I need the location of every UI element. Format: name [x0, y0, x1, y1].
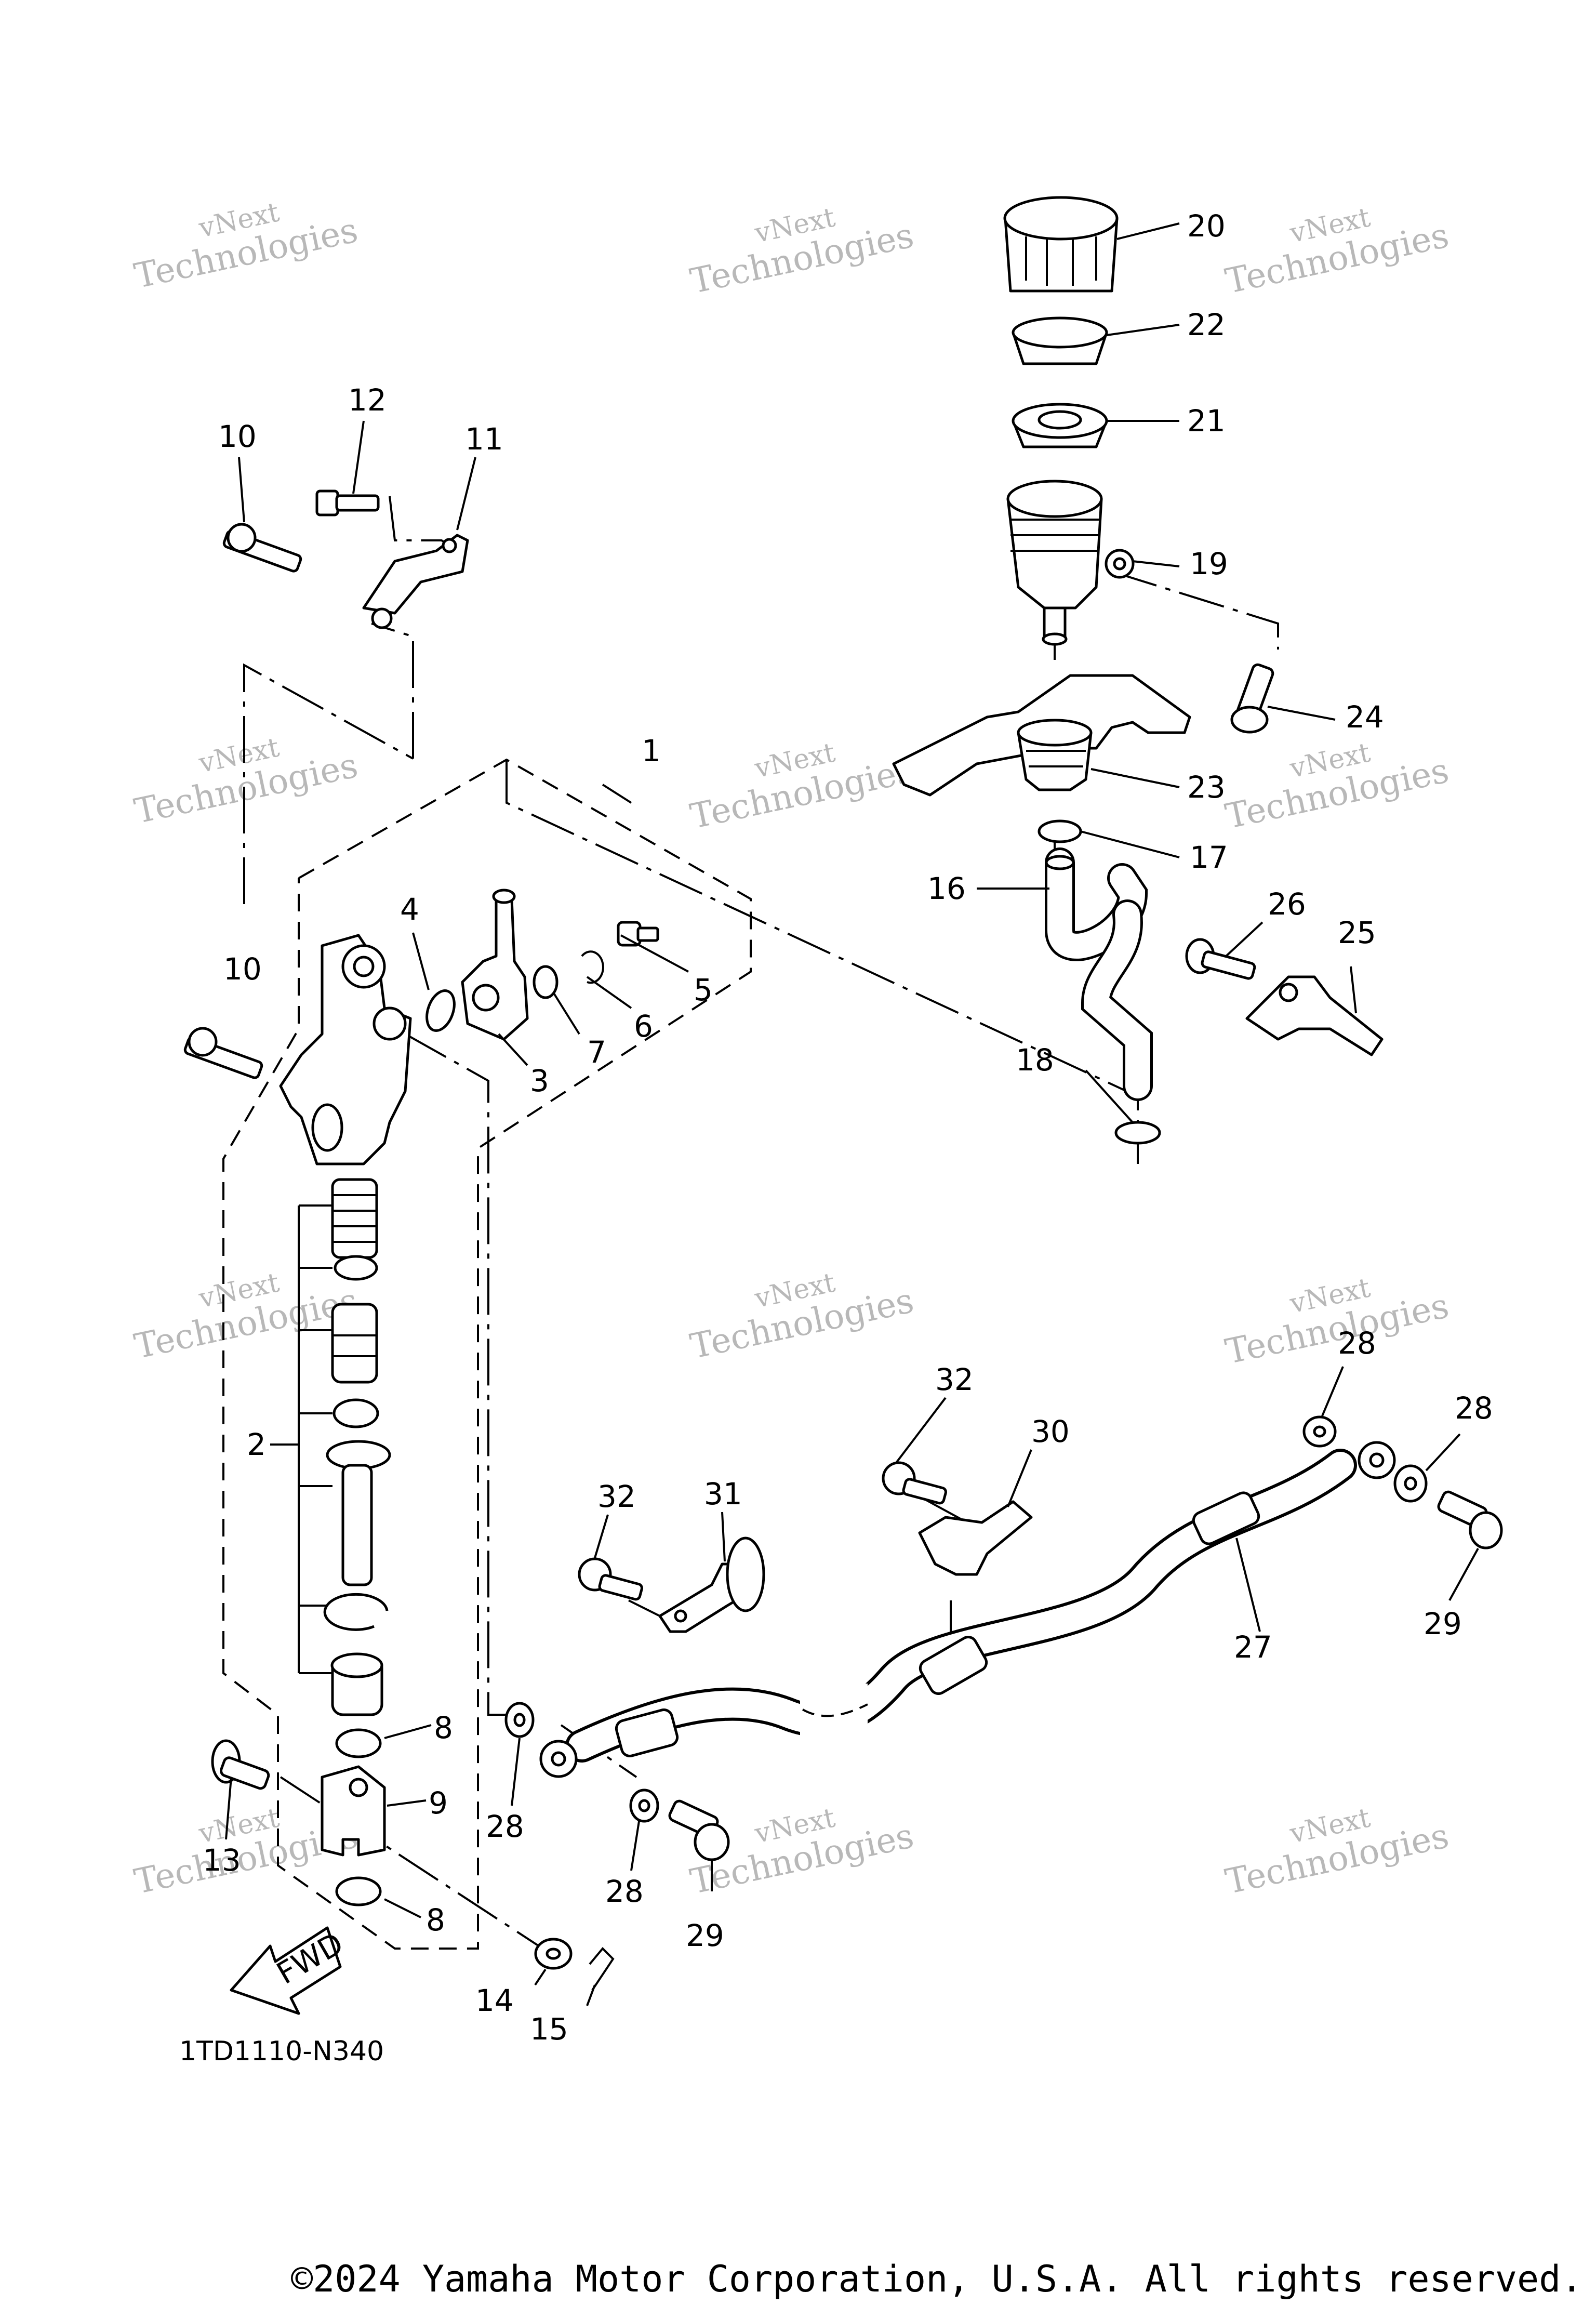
cap-20	[1003, 196, 1119, 293]
bolt-10-upper	[222, 523, 302, 573]
callout-27: 27	[1234, 1630, 1272, 1665]
callout-28-left: 28	[486, 1809, 524, 1844]
fitting-3	[461, 889, 529, 1041]
part-code: 1TD1110-N340	[179, 2036, 384, 2067]
watermark: vNext Technologies	[1222, 737, 1452, 837]
callout-16: 16	[927, 871, 966, 906]
reservoir-bracket-23	[892, 674, 1191, 797]
callout-17: 17	[1190, 840, 1228, 875]
bolt-32-upper	[882, 1461, 947, 1505]
callout-4: 4	[400, 892, 419, 927]
callout-22: 22	[1187, 307, 1226, 342]
watermark: vNext Technologies	[687, 1267, 917, 1367]
washer-28-bottom	[629, 1789, 659, 1823]
master-cylinder-body	[279, 934, 412, 1165]
callout-10-lower: 10	[223, 951, 262, 987]
clamp-18	[1114, 1121, 1161, 1145]
callout-6: 6	[634, 1009, 653, 1044]
bolt-12	[315, 489, 380, 516]
diaphragm-21	[1012, 403, 1108, 448]
bolt-26	[1185, 938, 1256, 980]
callout-21: 21	[1187, 403, 1226, 439]
washer-28-top	[1302, 1415, 1337, 1448]
washer-28-left	[504, 1702, 535, 1738]
callout-19: 19	[1190, 546, 1228, 581]
hose-16	[1045, 847, 1153, 1101]
union-bolt-29-left	[668, 1799, 730, 1861]
callout-8-lower: 8	[426, 1902, 445, 1938]
bracket-11	[362, 534, 469, 629]
callout-15: 15	[530, 2011, 568, 2047]
watermark: vNext Technologies	[1222, 1802, 1452, 1902]
callout-3: 3	[530, 1063, 549, 1098]
callout-29-left: 29	[686, 1918, 724, 1953]
pin-13	[211, 1739, 270, 1790]
callout-28-top: 28	[1338, 1326, 1376, 1361]
internal-parts-2	[275, 1178, 391, 1716]
callout-2: 2	[247, 1427, 266, 1462]
nut-8-upper	[335, 1728, 382, 1758]
callout-31: 31	[704, 1476, 742, 1512]
nut-8-lower	[335, 1876, 382, 1906]
fwd-arrow: FWD	[230, 1926, 349, 2015]
callout-7: 7	[587, 1035, 606, 1070]
washer-14	[534, 1938, 573, 1970]
watermark: vNext Technologies	[1222, 1272, 1452, 1372]
watermark: vNext Technologies	[131, 196, 361, 296]
callout-25: 25	[1338, 915, 1376, 950]
callout-20: 20	[1187, 208, 1226, 244]
bolt-10-lower	[183, 1027, 263, 1079]
bracket-25	[1245, 975, 1384, 1056]
clevis-9	[321, 1765, 386, 1857]
bolt-32-lower	[578, 1557, 643, 1601]
watermark: vNext Technologies	[1222, 202, 1452, 301]
callout-numbers: 1 2 3 4 5 6 7 8 8 9 10 10 11 12 13 14 15…	[203, 208, 1493, 2047]
callout-28-bottom: 28	[605, 1874, 644, 1909]
callout-11: 11	[465, 421, 503, 457]
washer-7	[533, 965, 558, 999]
master-cylinder-assembly-outline	[222, 758, 752, 1950]
brake-hose-27	[539, 1441, 1396, 1778]
callout-9: 9	[429, 1785, 448, 1821]
hose-clamp-30	[918, 1500, 1033, 1576]
watermark: vNext Technologies	[687, 737, 917, 837]
screw-5	[617, 921, 659, 947]
callout-28-right: 28	[1455, 1390, 1493, 1426]
callout-leaders	[225, 222, 1479, 2006]
callout-23: 23	[1187, 770, 1226, 805]
callout-8-upper: 8	[434, 1710, 453, 1745]
copyright: ©2024 Yamaha Motor Corporation, U.S.A. A…	[291, 2258, 1582, 2300]
reservoir-19	[1006, 480, 1135, 646]
callout-13: 13	[203, 1843, 241, 1878]
union-bolt-29-right	[1437, 1490, 1503, 1549]
callout-5: 5	[694, 972, 713, 1008]
o-ring-4	[425, 989, 456, 1032]
clip-6	[581, 950, 604, 984]
bolt-24	[1230, 663, 1274, 734]
callout-14: 14	[475, 1983, 514, 2018]
watermark: vNext Technologies	[131, 732, 361, 831]
callout-32-lower: 32	[597, 1479, 636, 1514]
callout-10-upper: 10	[218, 419, 257, 454]
callout-30: 30	[1031, 1414, 1070, 1449]
clamp-17	[1038, 819, 1082, 843]
watermark: vNext Technologies	[131, 1267, 361, 1367]
callout-24: 24	[1346, 699, 1384, 735]
watermark: vNext Technologies	[687, 202, 917, 301]
callout-12: 12	[348, 382, 387, 418]
callout-26: 26	[1268, 886, 1306, 922]
callout-18: 18	[1016, 1042, 1054, 1078]
callout-29-right: 29	[1424, 1606, 1462, 1641]
washer-28-right	[1393, 1464, 1428, 1503]
plate-22	[1012, 316, 1108, 365]
hose-clamp-31	[658, 1536, 765, 1633]
callout-1: 1	[642, 733, 661, 769]
callout-32-upper: 32	[935, 1362, 974, 1397]
cotter-pin-15	[589, 1947, 615, 1991]
